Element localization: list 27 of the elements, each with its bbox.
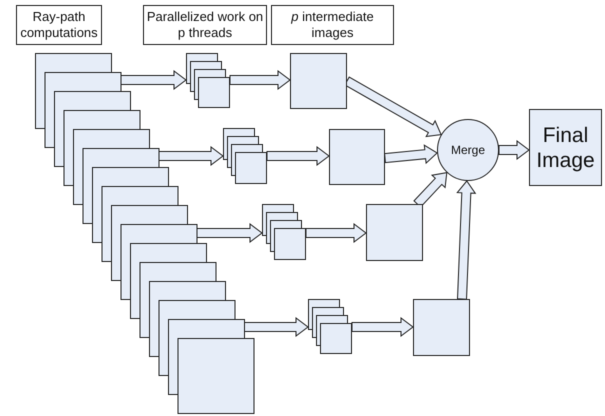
header-box: Parallelized work on p threads — [143, 5, 267, 45]
thread-square-stack — [262, 204, 306, 260]
block-arrow — [230, 70, 291, 90]
header-box: Ray-path computations — [16, 5, 102, 45]
thread-square-stack — [223, 128, 267, 184]
image-square — [366, 204, 423, 261]
block-arrow — [120, 70, 187, 90]
block-arrow — [158, 146, 224, 166]
block-arrow — [266, 146, 330, 166]
block-arrow — [413, 172, 448, 208]
thread-square-stack — [308, 299, 352, 354]
block-arrow — [196, 223, 263, 243]
block-arrow — [456, 180, 476, 300]
header-box: p intermediate images — [271, 5, 394, 45]
merge-label: Merge — [450, 143, 485, 157]
block-arrow — [352, 317, 414, 337]
image-square — [413, 299, 470, 356]
block-arrow — [498, 140, 530, 160]
block-arrow — [306, 223, 367, 243]
block-arrow — [384, 144, 438, 164]
block-arrow — [244, 317, 309, 337]
sheet-stack-drawing — [35, 53, 253, 414]
merge-circle — [437, 119, 499, 181]
image-square — [290, 53, 347, 109]
image-square — [329, 129, 385, 185]
block-arrow — [344, 76, 442, 138]
final-image-box: Final Image — [529, 109, 602, 186]
